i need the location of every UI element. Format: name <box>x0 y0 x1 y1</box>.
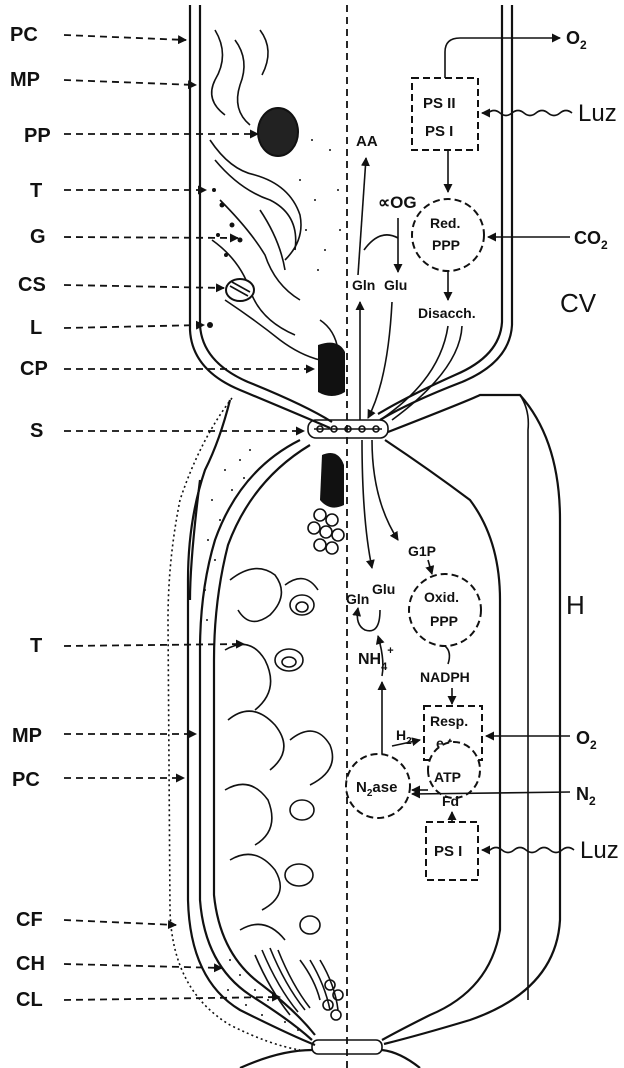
glu-to-heterocyst-arrow <box>362 440 372 568</box>
red-label: Red. <box>430 215 460 231</box>
label-cl: CL <box>16 989 280 1011</box>
label-ch: CH <box>16 953 222 975</box>
label-pc-bottom: PC <box>12 769 184 791</box>
label-mp-top: MP <box>10 69 196 91</box>
psi-label-heterocyst: PS I <box>434 843 462 860</box>
polar-plug <box>308 343 345 554</box>
oxid-label: Oxid. <box>424 589 459 605</box>
vegetative-metabolism: PS II PS I O2 Luz Red. PPP CO2 Disacch. … <box>352 28 617 420</box>
n2-in-arrow <box>412 792 570 794</box>
n2-label: N2 <box>576 784 596 808</box>
co2-label: CO2 <box>574 228 608 252</box>
label-t-top: T <box>30 180 206 202</box>
disacch-label: Disacch. <box>418 305 476 321</box>
label-t: T <box>30 180 42 202</box>
resp-label: Resp. <box>430 713 468 729</box>
label-l: L <box>30 317 42 339</box>
label-pp: PP <box>24 125 258 147</box>
label-pc: PC <box>10 24 38 46</box>
label-pp: PP <box>24 125 51 147</box>
label-mp: MP <box>10 69 40 91</box>
glu-gln-cycle-arrow <box>357 608 380 631</box>
o2-label-heterocyst: O2 <box>576 728 597 752</box>
label-pc: PC <box>12 769 40 791</box>
glycogen-granules <box>207 188 243 328</box>
oxid-ppp-cycle <box>409 574 481 646</box>
honeycomb-membranes <box>225 569 338 1010</box>
septum-junction <box>308 420 388 1054</box>
label-g: G <box>30 226 46 248</box>
glu-label-heterocyst: Glu <box>372 581 395 597</box>
thylakoid-lines-vegetative <box>210 30 338 360</box>
cyanophycin-granule <box>226 279 254 301</box>
disacch-to-g1p-arrow <box>372 440 398 540</box>
nadph-label: NADPH <box>420 669 470 685</box>
label-pc-top: PC <box>10 24 186 46</box>
label-cl: CL <box>16 989 43 1011</box>
gln-to-aa-arrow <box>358 158 366 275</box>
label-cf: CF <box>16 909 176 931</box>
light-label-top: Luz <box>578 100 617 127</box>
o2-label-vegetative: O2 <box>566 28 587 52</box>
label-l: L <box>30 317 204 339</box>
label-cp: CP <box>20 358 314 380</box>
oxppp-to-nadph-line <box>445 646 449 664</box>
gln-label-heterocyst: Gln <box>346 591 369 607</box>
label-g: G <box>30 226 238 248</box>
label-cf: CF <box>16 909 43 931</box>
polyphosphate-granule <box>258 108 298 156</box>
atp-label: ATP <box>434 769 461 785</box>
label-t-bottom: T <box>30 635 244 657</box>
label-cp: CP <box>20 358 48 380</box>
nh4-label: NH4+ <box>358 645 394 673</box>
ppp-label-heterocyst: PPP <box>430 613 458 629</box>
g1p-to-oxppp-arrow <box>428 560 432 574</box>
heterocyst-metabolism: G1P Oxid. PPP H Gln Glu NH4+ NADPH Resp.… <box>346 440 619 880</box>
hatched-polar-region <box>255 948 343 1020</box>
red-ppp-cycle <box>412 199 484 271</box>
label-mp: MP <box>12 725 42 747</box>
aog-curve <box>364 235 398 250</box>
glu-export-arrow <box>368 302 392 418</box>
ps2-label: PS II <box>423 95 456 112</box>
label-s: S <box>30 420 43 442</box>
h-label: H <box>566 590 585 620</box>
glu-label-vegetative: Glu <box>384 277 407 293</box>
label-t: T <box>30 635 42 657</box>
light-wave-top <box>482 111 572 116</box>
fd-label: Fd <box>442 793 459 809</box>
aa-label: AA <box>356 133 378 150</box>
label-cs: CS <box>18 274 224 296</box>
cv-label: CV <box>560 288 597 318</box>
ppp-label: PPP <box>432 237 460 253</box>
aog-label: ∝OG <box>378 193 417 212</box>
ps1-label: PS I <box>425 123 453 140</box>
label-cs: CS <box>18 274 46 296</box>
light-label-bottom: Luz <box>580 837 619 864</box>
gln-label-vegetative: Gln <box>352 277 375 293</box>
label-s: S <box>30 420 304 442</box>
g1p-label: G1P <box>408 543 436 559</box>
label-ch: CH <box>16 953 45 975</box>
